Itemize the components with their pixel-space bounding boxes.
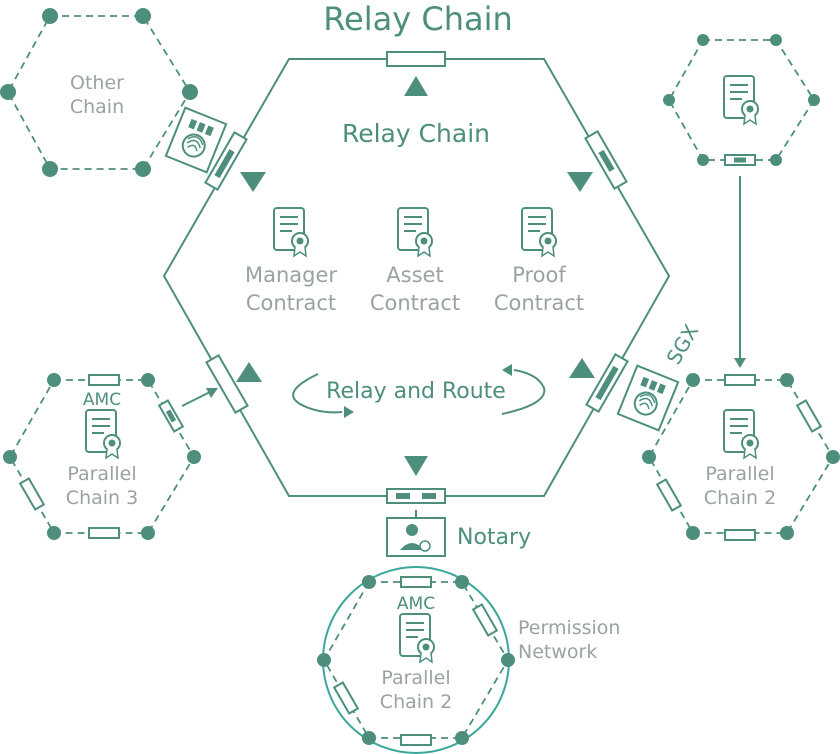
arrow-up-top-icon bbox=[404, 76, 428, 96]
certificate-icon bbox=[85, 409, 121, 459]
notary-person-icon bbox=[386, 517, 446, 557]
certificate-icon bbox=[273, 207, 309, 257]
parallel-chain-2-right-nodes bbox=[642, 373, 840, 540]
parallel-chain-2-bottom-line2: Chain 2 bbox=[380, 691, 452, 713]
certificate-icon bbox=[399, 613, 435, 663]
relay-node-icon bbox=[400, 576, 432, 588]
relay-node-icon bbox=[19, 477, 45, 511]
manager-contract-line1: Manager bbox=[245, 263, 337, 287]
relay-node-icon bbox=[656, 478, 682, 512]
sgx-label: SGX bbox=[662, 320, 704, 369]
route-arrowhead-left-icon bbox=[344, 406, 354, 418]
parallel-chain-2-bottom-amc: AMC bbox=[397, 594, 435, 614]
top-right-chain-nodes bbox=[663, 34, 820, 166]
arrow-down-left-icon bbox=[240, 172, 266, 192]
certificate-icon bbox=[723, 409, 759, 459]
certificate-icon bbox=[723, 75, 759, 125]
relay-node-upper-right bbox=[584, 130, 628, 190]
relay-node-icon bbox=[724, 529, 756, 541]
arrowhead-icon bbox=[206, 388, 218, 398]
relay-and-route-label: Relay and Route bbox=[326, 379, 506, 404]
certificate-icon bbox=[397, 207, 433, 257]
parallel-chain-3-line2: Chain 3 bbox=[66, 487, 138, 509]
connector-arrow-left bbox=[181, 391, 211, 407]
parallel-chain-2-right-line2: Chain 2 bbox=[704, 487, 776, 509]
other-chain-line1: Other bbox=[70, 72, 124, 94]
relay-chain-hexagon bbox=[162, 58, 671, 497]
relay-node-icon bbox=[724, 374, 756, 386]
arrow-down-bottom-icon bbox=[404, 456, 428, 476]
relay-node-icon bbox=[158, 399, 184, 433]
asset-contract-line2: Contract bbox=[370, 291, 460, 315]
proof-contract-line2: Contract bbox=[494, 291, 584, 315]
parallel-chain-3-nodes bbox=[3, 373, 201, 540]
relay-node-icon bbox=[400, 734, 432, 746]
permission-network-line1: Permission bbox=[518, 617, 620, 639]
other-chain-nodes bbox=[0, 8, 198, 177]
route-arrow-left bbox=[292, 373, 343, 414]
proof-contract-line1: Proof bbox=[512, 263, 566, 287]
permission-network-line2: Network bbox=[518, 641, 597, 663]
parallel-chain-3-amc: AMC bbox=[83, 390, 121, 410]
arrow-up-left-icon bbox=[236, 362, 262, 382]
notary-label: Notary bbox=[457, 525, 531, 550]
asset-contract-line1: Asset bbox=[386, 263, 443, 287]
route-arrow-right bbox=[501, 369, 546, 415]
parallel-chain-2-bottom-nodes bbox=[317, 575, 515, 745]
arrowhead-down-icon bbox=[734, 358, 746, 368]
relay-node-top bbox=[386, 51, 446, 67]
relay-node-icon bbox=[724, 154, 756, 166]
relay-node-bottom bbox=[386, 488, 446, 504]
relay-node-icon bbox=[88, 374, 120, 386]
certificate-icon bbox=[521, 207, 557, 257]
route-arrowhead-right-icon bbox=[502, 364, 512, 376]
parallel-chain-2-right-line1: Parallel bbox=[705, 463, 774, 485]
relay-node-icon bbox=[796, 399, 822, 433]
other-chain-line2: Chain bbox=[70, 96, 124, 118]
arrow-down-right-icon bbox=[567, 172, 593, 192]
page-title: Relay Chain bbox=[323, 0, 513, 38]
relay-node-lower-left bbox=[205, 354, 249, 414]
parallel-chain-2-bottom-line1: Parallel bbox=[381, 667, 450, 689]
relay-node-upper-left bbox=[204, 131, 248, 191]
arrow-up-right-icon bbox=[569, 358, 595, 378]
manager-contract-line2: Contract bbox=[246, 291, 336, 315]
relay-node-icon bbox=[88, 527, 120, 539]
relay-node-lower-right bbox=[585, 353, 629, 413]
relay-chain-inner-title: Relay Chain bbox=[342, 119, 490, 148]
parallel-chain-3-line1: Parallel bbox=[67, 463, 136, 485]
